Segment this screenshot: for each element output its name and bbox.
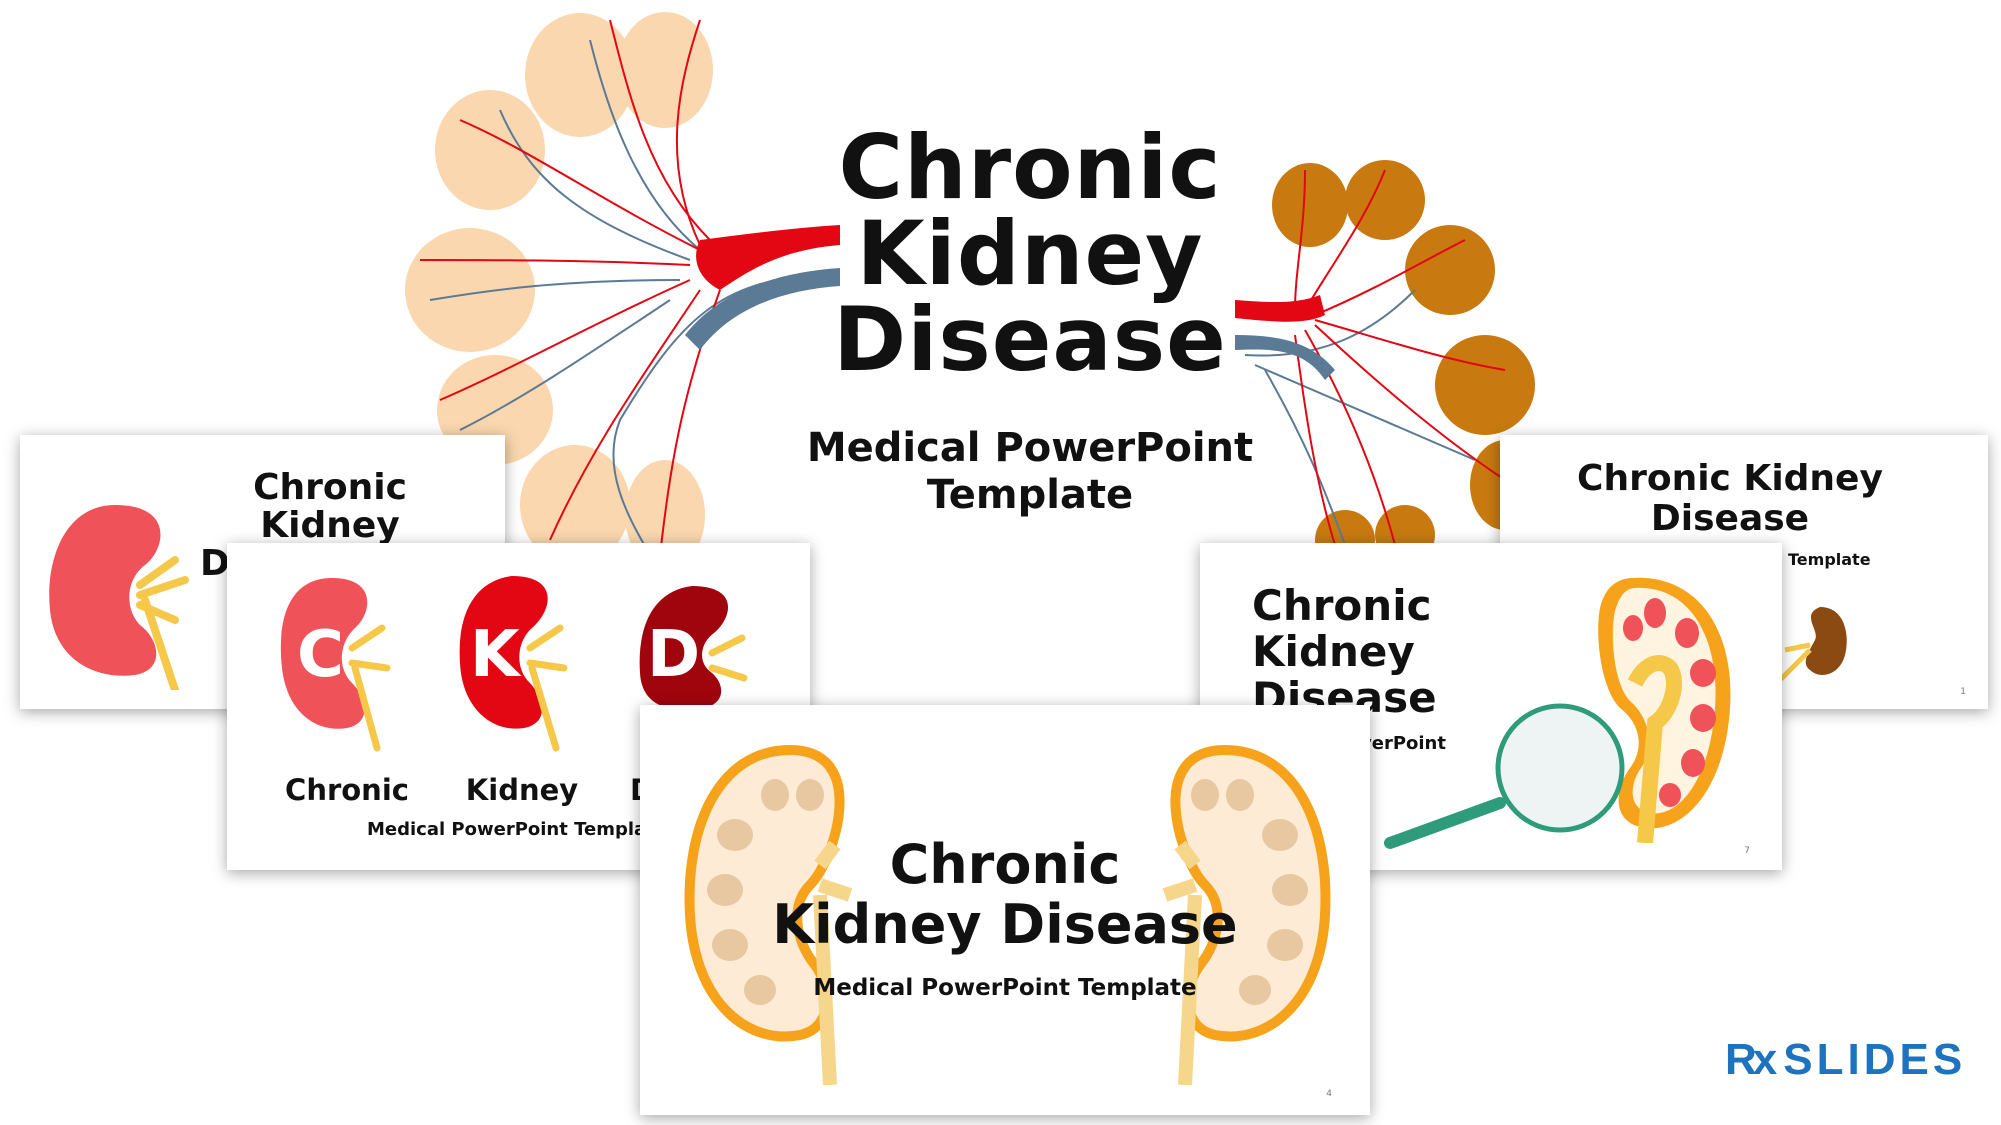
kidney-letter-c-icon bbox=[280, 578, 391, 752]
slide-front-page-number: 4 bbox=[1326, 1089, 1332, 1099]
magnifying-glass-icon bbox=[1384, 703, 1625, 849]
logo-rx: Rx bbox=[1725, 1035, 1777, 1084]
ckd-letter-d: D bbox=[647, 618, 701, 692]
kidney-cross-section-icon bbox=[1598, 577, 1731, 843]
slide-magnifier-title-line-1: Chronic bbox=[1252, 581, 1432, 630]
slide-magnifier-subtitle: verPoint bbox=[1360, 733, 1446, 754]
slide-front-title: Chronic Kidney Disease bbox=[730, 835, 1280, 955]
slide-right-back-subtitle: Template bbox=[1788, 550, 1871, 569]
slide-left-back-title-line-1: Chronic bbox=[253, 467, 407, 508]
slide-left-back-title-line-2: Kidney bbox=[260, 505, 400, 546]
slide-magnifier-title: Chronic Kidney Disease bbox=[1252, 583, 1437, 721]
hero-subtitle-line-1: Medical PowerPoint bbox=[806, 425, 1254, 471]
slide-right-back-title: Chronic Kidney Disease bbox=[1540, 459, 1920, 539]
hero-subtitle: Medical PowerPoint Template bbox=[780, 425, 1280, 519]
kidney-letter-k-icon bbox=[459, 576, 568, 752]
slide-left-back-title: Chronic Kidney D bbox=[200, 469, 460, 583]
slide-magnifier-title-line-2: Kidney bbox=[1252, 627, 1415, 676]
rxslides-logo[interactable]: Rx SLIDES bbox=[1725, 1035, 1966, 1085]
hero-title-line-1: Chronic bbox=[838, 116, 1222, 219]
kidney-brown-icon bbox=[1780, 607, 1847, 682]
slide-magnifier-page-number: 7 bbox=[1744, 846, 1750, 856]
hero-title-line-2: Kidney bbox=[856, 202, 1204, 305]
hero-title-line-3: Disease bbox=[833, 288, 1227, 391]
ckd-word-kidney: Kidney bbox=[465, 773, 579, 807]
slide-thumbnail-front[interactable]: Chronic Kidney Disease Medical PowerPoin… bbox=[640, 705, 1370, 1115]
slide-right-back-title-line-1: Chronic Kidney bbox=[1577, 458, 1883, 499]
hero-subtitle-line-2: Template bbox=[926, 472, 1134, 518]
left-kidney-nephron-illustration bbox=[405, 12, 840, 560]
logo-text: SLIDES bbox=[1783, 1035, 1967, 1084]
slide-front-subtitle: Medical PowerPoint Template bbox=[813, 975, 1197, 1001]
ckd-letter-k: K bbox=[470, 618, 520, 692]
ckd-subtitle: Medical PowerPoint Templa bbox=[367, 819, 647, 840]
slide-left-back-title-line-3: D bbox=[200, 543, 230, 584]
slide-front-title-line-1: Chronic bbox=[889, 833, 1121, 896]
slide-right-back-title-line-2: Disease bbox=[1650, 498, 1810, 539]
ckd-word-chronic: Chronic bbox=[285, 773, 409, 807]
kidney-orange-left-icon bbox=[684, 745, 853, 1085]
kidney-red-icon bbox=[49, 505, 189, 690]
kidney-orange-right-icon bbox=[1162, 745, 1331, 1085]
ckd-letter-c: C bbox=[297, 618, 344, 692]
slide-front-title-line-2: Kidney Disease bbox=[772, 893, 1238, 956]
kidney-letter-d-icon bbox=[639, 586, 748, 710]
hero-title: Chronic Kidney Disease bbox=[800, 116, 1260, 391]
slide-right-back-page-number: 1 bbox=[1960, 687, 1966, 697]
